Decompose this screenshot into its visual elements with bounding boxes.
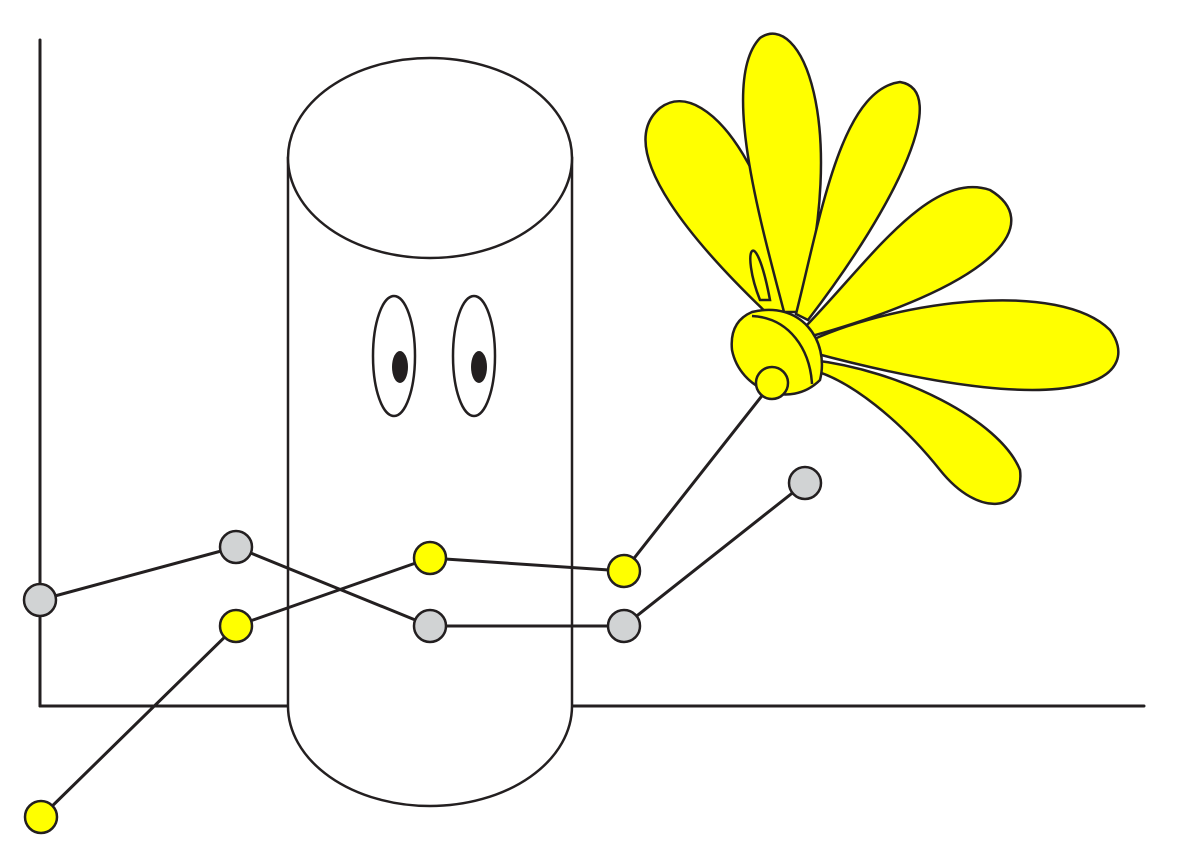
gray-marker [22, 582, 58, 618]
cylinder-character [286, 56, 574, 808]
yellow-marker [218, 608, 254, 644]
flower-petal [810, 358, 1022, 506]
flower-petal [804, 186, 1013, 338]
left-pupil [392, 351, 408, 383]
flower-center-fold [751, 314, 814, 385]
yellow-marker [23, 799, 59, 835]
flower-petal [741, 32, 823, 314]
cylinder-top [286, 56, 574, 260]
left-eye [371, 294, 417, 418]
flower [644, 32, 1120, 506]
flower-petal [749, 249, 772, 302]
series-markers [22, 365, 823, 835]
yellow-marker [754, 365, 790, 401]
gray-marker [412, 608, 448, 644]
right-pupil [471, 351, 487, 383]
flower-center [730, 308, 824, 396]
gray-marker [606, 608, 642, 644]
cylinder-body [286, 156, 574, 808]
yellow-marker [606, 553, 642, 589]
flower-petal [794, 80, 922, 322]
yellow-marker [412, 540, 448, 576]
gray-marker [218, 529, 254, 565]
flower-petal [808, 299, 1120, 392]
gray-marker [787, 465, 823, 501]
cylinder-face [371, 294, 497, 418]
